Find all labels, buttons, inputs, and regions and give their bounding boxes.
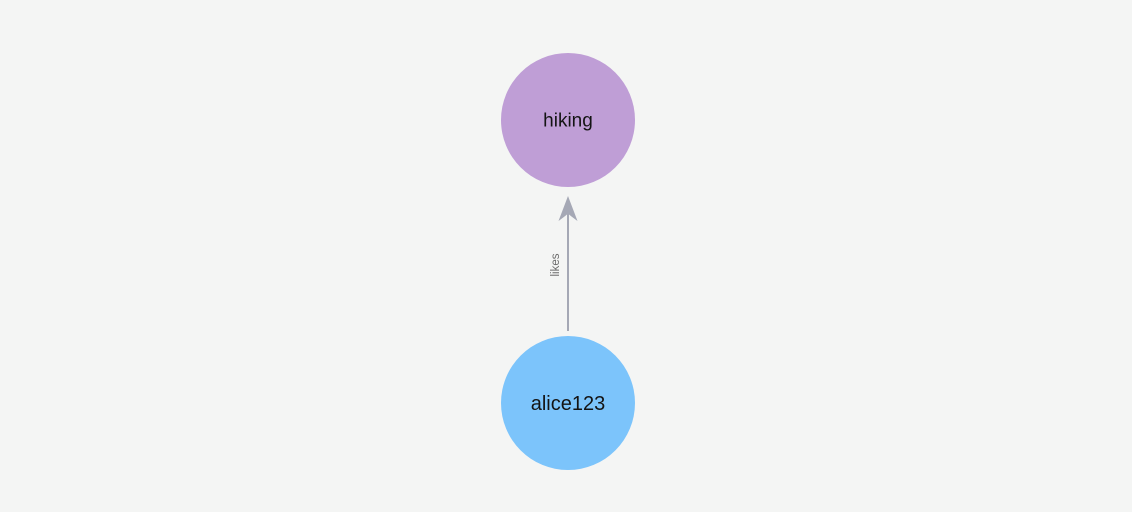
node-alice123[interactable]: alice123 [501, 336, 635, 470]
edge-alice123-likes-hiking[interactable]: likes [550, 196, 578, 331]
node-alice123-circle [501, 336, 635, 470]
node-hiking[interactable]: hiking [501, 53, 635, 187]
edge-label-likes: likes [550, 253, 562, 276]
node-hiking-circle [501, 53, 635, 187]
node-hiking-label: hiking [543, 111, 593, 132]
edge-arrowhead-icon [558, 196, 578, 221]
node-alice123-label: alice123 [531, 393, 606, 415]
